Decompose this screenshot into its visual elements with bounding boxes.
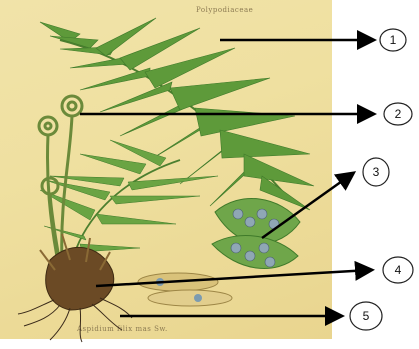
label-4-text: 4 [395, 263, 402, 277]
label-1-text: 1 [390, 33, 397, 47]
label-3-text: 3 [373, 165, 380, 179]
label-4: 4 [383, 257, 413, 283]
label-5: 5 [350, 302, 382, 330]
label-1: 1 [380, 29, 406, 51]
pinnule-with-sori [212, 199, 300, 269]
label-3: 3 [363, 158, 389, 186]
fiddleheads [39, 96, 82, 264]
label-2-text: 2 [395, 107, 402, 121]
label-2: 2 [384, 103, 412, 125]
label-5-text: 5 [363, 309, 370, 323]
